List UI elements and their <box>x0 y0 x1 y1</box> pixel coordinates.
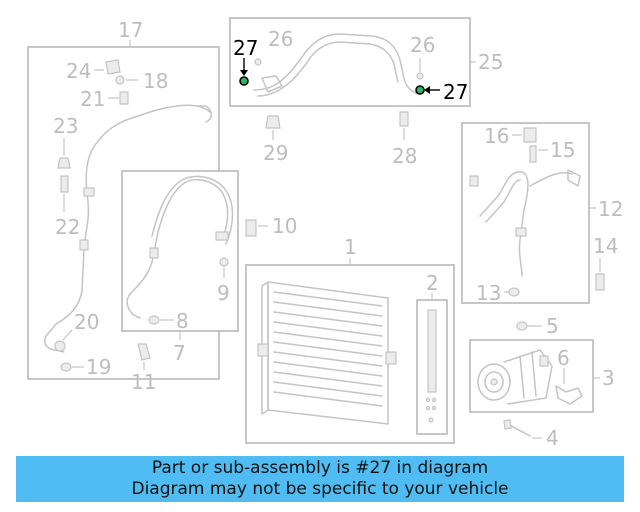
part-11-group: 11 <box>131 343 156 394</box>
callout-2[interactable]: 2 <box>426 271 439 295</box>
callout-27-right[interactable]: 27 <box>443 80 468 104</box>
part-16[interactable] <box>523 127 537 143</box>
callout-11[interactable]: 11 <box>131 370 156 394</box>
part-14[interactable] <box>595 273 605 291</box>
callout-5[interactable]: 5 <box>546 314 559 338</box>
callout-29[interactable]: 29 <box>263 141 288 165</box>
part-26-left[interactable] <box>254 58 262 66</box>
part-20[interactable] <box>54 340 66 352</box>
callout-10[interactable]: 10 <box>272 214 297 238</box>
part-2[interactable] <box>427 309 437 393</box>
part-29-group: 29 <box>263 115 288 165</box>
callout-3[interactable]: 3 <box>602 366 615 390</box>
part-5-group: 5 <box>516 314 559 338</box>
part-26-right[interactable] <box>416 72 424 80</box>
part-8[interactable] <box>148 315 160 325</box>
callout-24[interactable]: 24 <box>66 59 91 83</box>
group-12: 12 16 15 13 <box>461 122 623 305</box>
part-27-right[interactable] <box>415 85 425 95</box>
callout-27-left[interactable]: 27 <box>233 36 258 60</box>
group-25: 25 26 26 27 27 <box>229 17 503 107</box>
callout-7[interactable]: 7 <box>173 341 186 365</box>
part-29[interactable] <box>265 115 281 129</box>
part-28[interactable] <box>399 111 409 127</box>
caption-line-1: Part or sub-assembly is #27 in diagram <box>151 458 489 478</box>
part-13[interactable] <box>508 287 520 297</box>
callout-8[interactable]: 8 <box>176 309 189 333</box>
part-27-left[interactable] <box>239 76 249 86</box>
callout-23[interactable]: 23 <box>53 114 78 138</box>
callout-14[interactable]: 14 <box>593 234 618 258</box>
callout-22[interactable]: 22 <box>55 215 80 239</box>
group-1: 1 2 <box>245 235 455 444</box>
callout-28[interactable]: 28 <box>392 144 417 168</box>
part-18[interactable] <box>115 75 125 85</box>
part-10-group: 10 <box>245 214 297 238</box>
callout-1[interactable]: 1 <box>344 235 357 259</box>
part-24[interactable] <box>105 59 121 75</box>
part-11[interactable] <box>137 343 151 361</box>
part-23[interactable] <box>57 157 71 169</box>
part-19[interactable] <box>60 362 72 372</box>
callout-19[interactable]: 19 <box>86 355 111 379</box>
callout-17[interactable]: 17 <box>118 18 143 42</box>
callout-20[interactable]: 20 <box>74 310 99 334</box>
part-9[interactable] <box>219 257 229 267</box>
part-5[interactable] <box>516 321 528 331</box>
callout-15[interactable]: 15 <box>550 138 575 162</box>
part-10[interactable] <box>245 219 257 237</box>
part-21[interactable] <box>119 91 129 105</box>
callout-4[interactable]: 4 <box>546 426 559 450</box>
part-28-group: 28 <box>392 111 417 168</box>
part-4[interactable] <box>507 423 531 437</box>
part-4-group: 4 <box>503 419 559 450</box>
caption-banner: Part or sub-assembly is #27 in diagram D… <box>16 456 624 502</box>
callout-12[interactable]: 12 <box>598 197 623 221</box>
callout-21[interactable]: 21 <box>80 87 105 111</box>
group-7: 7 8 9 <box>121 170 239 365</box>
part-22[interactable] <box>60 175 69 193</box>
part-6[interactable] <box>555 385 583 405</box>
callout-25[interactable]: 25 <box>478 50 503 74</box>
callout-6[interactable]: 6 <box>557 346 570 370</box>
caption-line-2: Diagram may not be specific to your vehi… <box>131 479 509 499</box>
callout-9[interactable]: 9 <box>217 281 230 305</box>
callout-26-right[interactable]: 26 <box>410 33 435 57</box>
callout-26-left[interactable]: 26 <box>268 27 293 51</box>
part-15[interactable] <box>529 145 537 163</box>
callout-18[interactable]: 18 <box>143 69 168 93</box>
callout-16[interactable]: 16 <box>484 124 509 148</box>
part-14-group: 14 <box>593 234 618 291</box>
callout-13[interactable]: 13 <box>476 281 501 305</box>
group-3: 3 6 <box>469 339 615 413</box>
